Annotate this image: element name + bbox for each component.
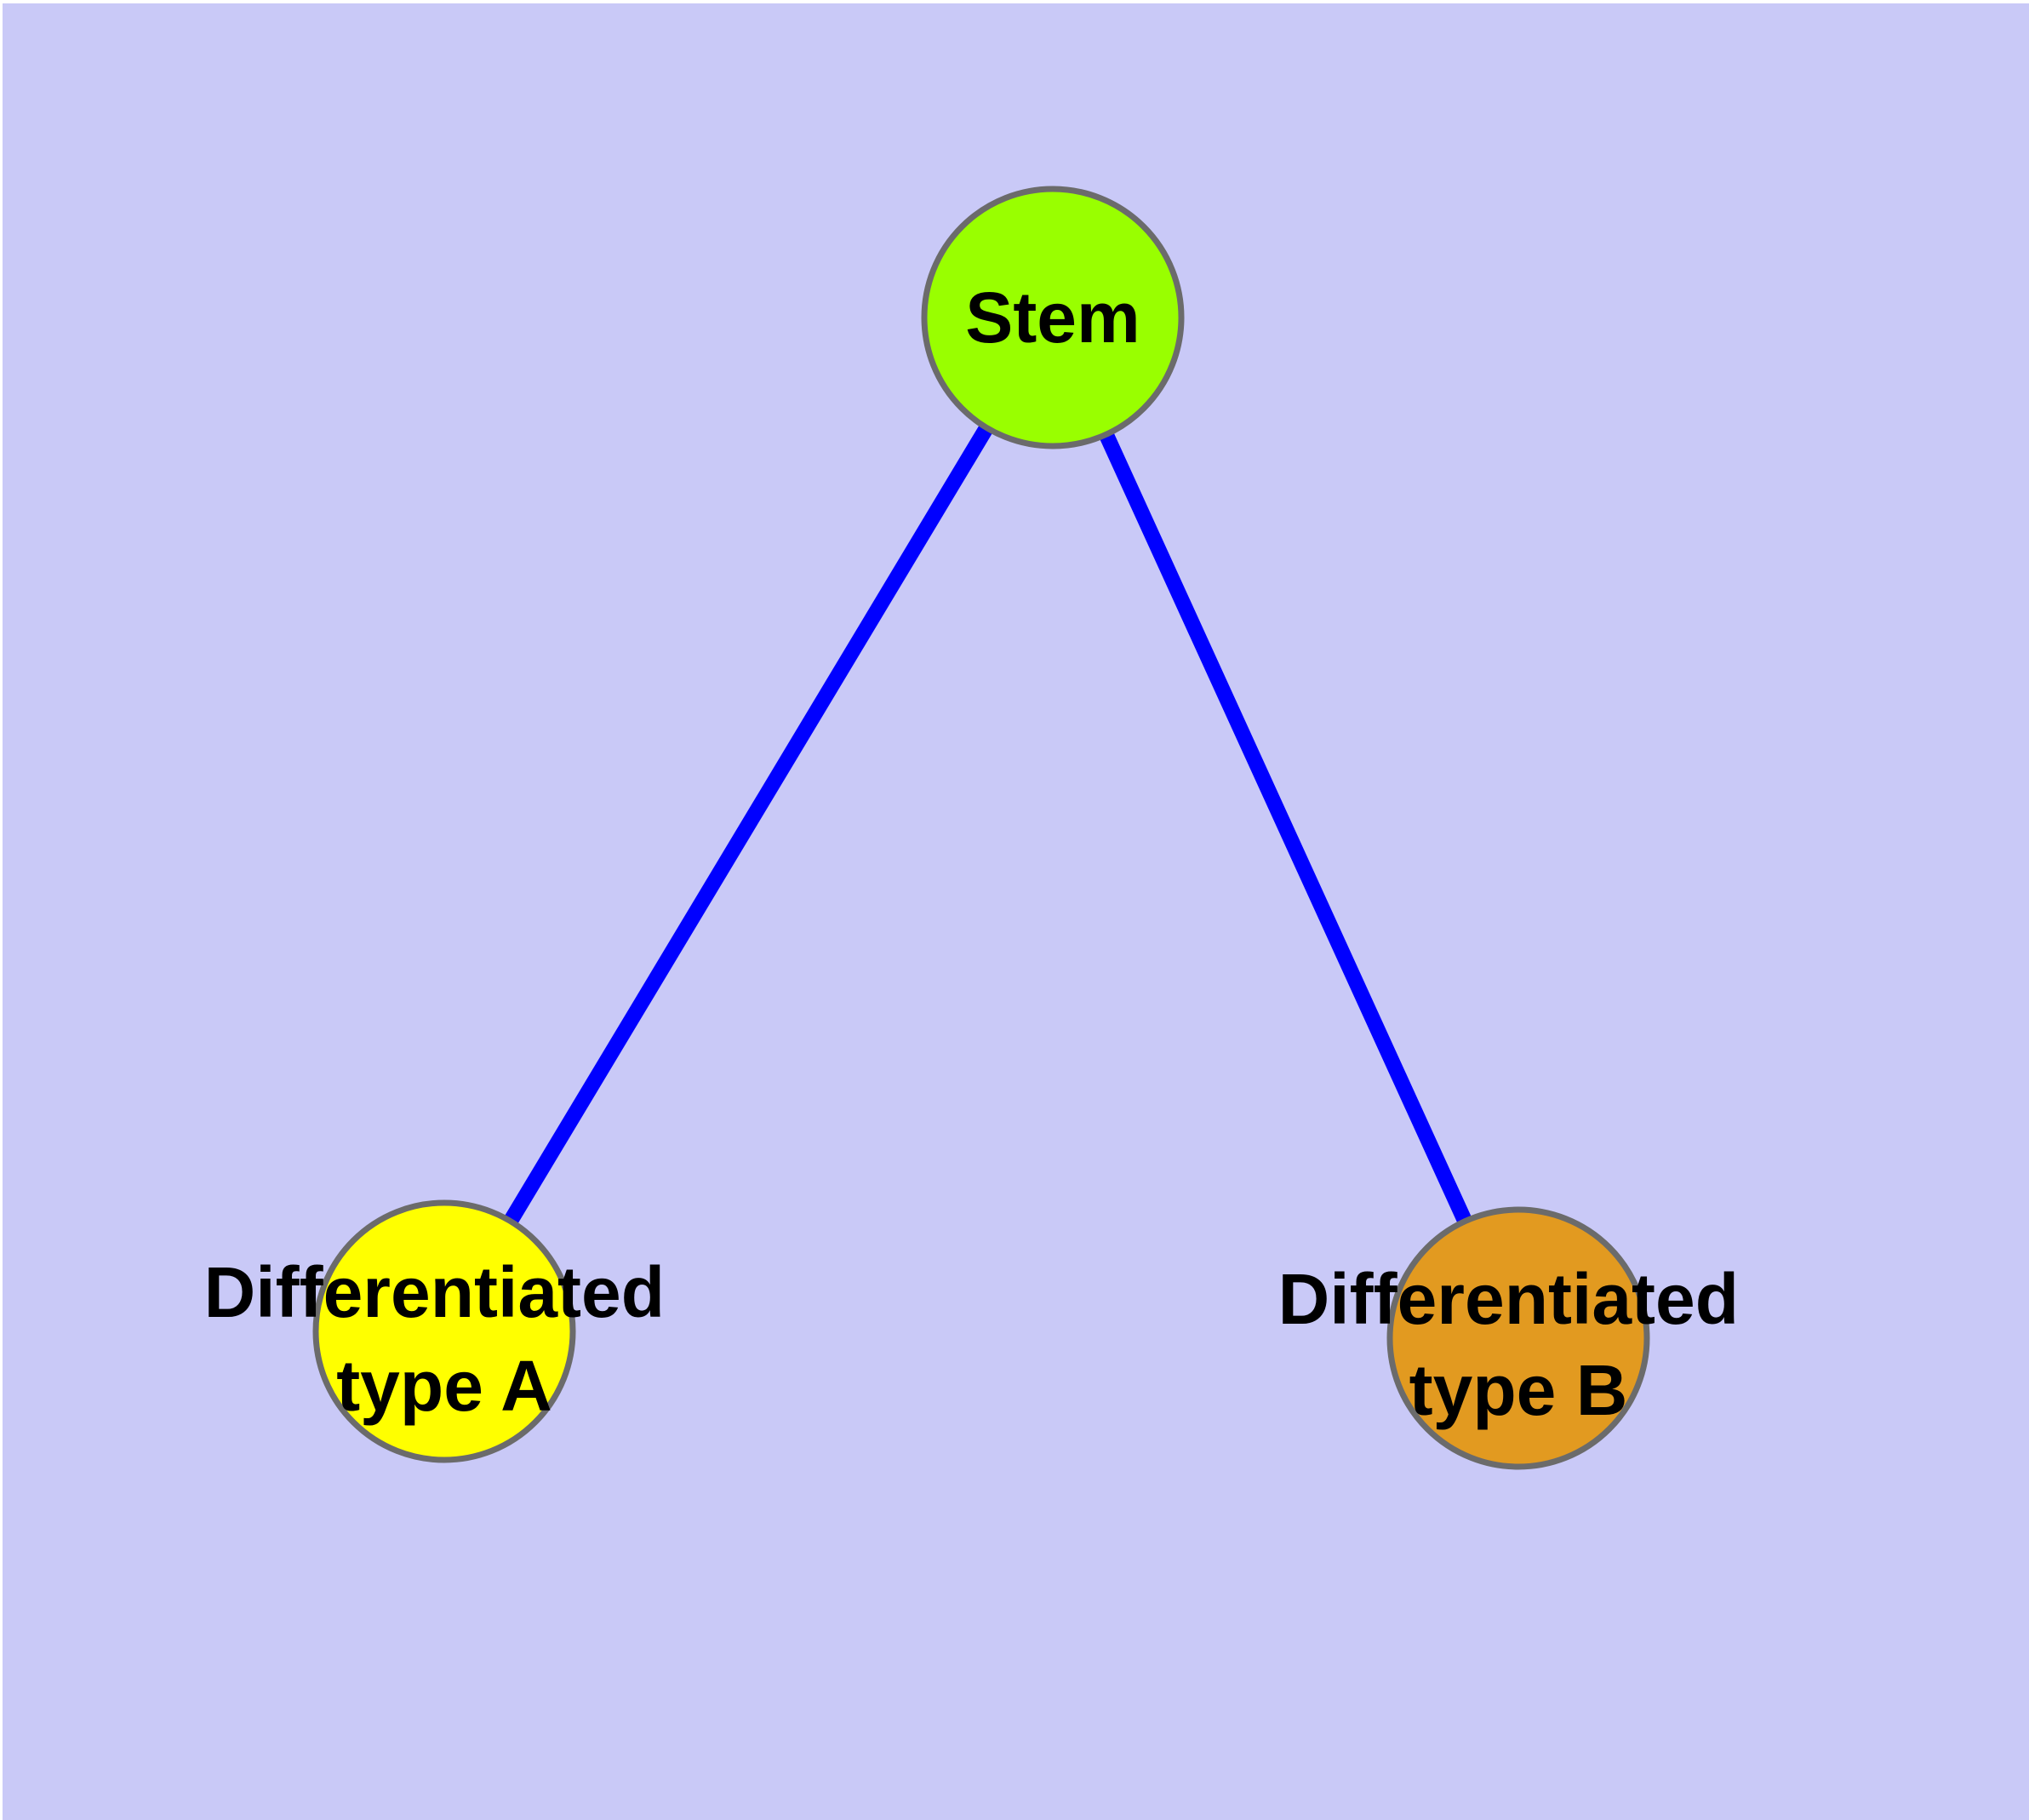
node-type-a-label: Differentiated type A [204,1252,685,1426]
node-type-b-label: Differentiated type B [1278,1259,1759,1430]
edge-stem-to-type-a [437,310,1060,1339]
node-type-a-label-line2: type A [336,1346,552,1426]
edge-group [437,310,1526,1346]
node-stem-circle [921,186,1185,449]
node-stem: Stem [921,186,1185,449]
node-type-a-circle [312,1199,576,1463]
node-type-b-label-line1: Differentiated [1278,1259,1739,1339]
edge-stem-to-type-b [1045,310,1526,1346]
node-differentiated-type-a: Differentiated type A [204,1199,685,1463]
node-differentiated-type-b: Differentiated type B [1278,1206,1759,1470]
node-type-b-circle [1386,1206,1650,1470]
node-type-a-label-line1: Differentiated [204,1252,665,1332]
node-type-b-label-line2: type B [1409,1350,1628,1430]
node-stem-label: Stem [965,278,1140,358]
